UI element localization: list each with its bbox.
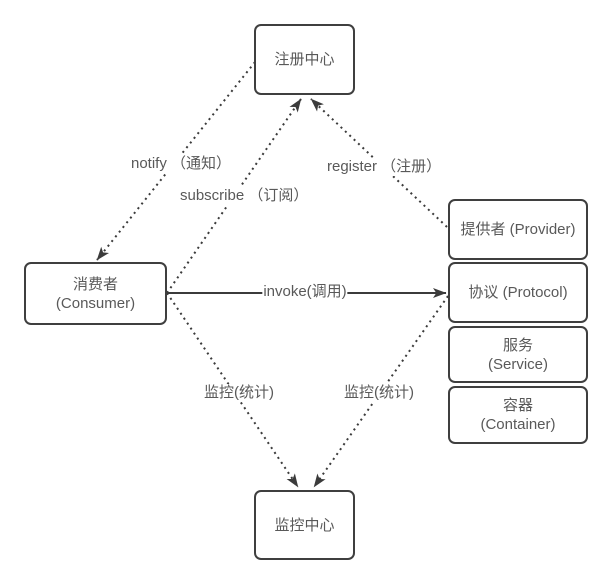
node-monitor-label: 监控中心 [274,516,335,534]
node-registry-label: 注册中心 [274,51,335,68]
edge-label-monitor-right: 监控(统计) [343,384,415,402]
edge-label-notify: notify （通知） [130,155,233,173]
node-container: 容器 (Container) [448,386,588,444]
edge-register-line [310,98,448,228]
edge-label-register: register （注册） [326,158,443,176]
edge-label-invoke: invoke(调用) [262,283,348,301]
node-consumer: 消费者 (Consumer) [24,262,167,325]
node-registry: 注册中心 [254,24,355,95]
node-consumer-label-line1: 消费者 [72,275,118,293]
node-provider: 提供者 (Provider) [448,199,588,260]
node-container-label-line1: 容器 [502,397,533,414]
node-service: 服务 (Service) [448,326,588,383]
node-provider-label: 提供者 (Provider) [460,221,576,238]
edge-label-subscribe: subscribe （订阅） [179,187,310,205]
node-service-label-line2: (Service) [487,355,548,373]
node-monitor: 监控中心 [254,490,355,560]
node-consumer-label-line2: (Consumer) [55,294,136,312]
node-protocol-label: 协议 (Protocol) [468,284,568,301]
node-container-label-line2: (Container) [480,416,556,433]
node-service-label-line1: 服务 [502,336,533,354]
edge-label-monitor-left: 监控(统计) [203,384,275,402]
node-protocol: 协议 (Protocol) [448,262,588,323]
